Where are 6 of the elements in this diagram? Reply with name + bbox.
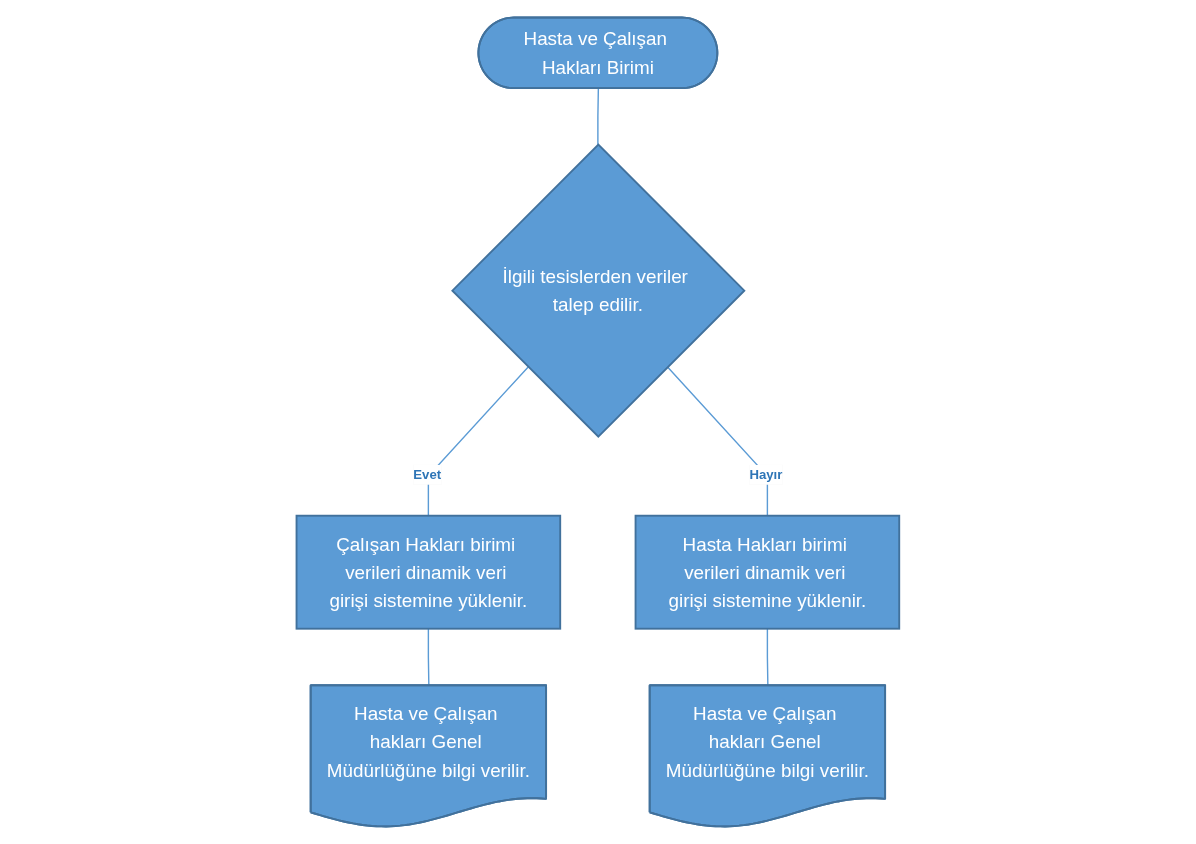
- connector: [597, 87, 600, 146]
- node-diamond: İlgili tesislerden veriler talep edilir.: [451, 143, 746, 438]
- edge-label: Evet: [413, 466, 442, 482]
- edge-label: Hayır: [749, 466, 783, 482]
- node-box: Çalışan Hakları birimi verileri dinamik veri girişi sistemine yüklenir.: [295, 514, 562, 630]
- node-box: Hasta Hakları birimi verileri dinamik veri girişi sistemine yüklenir.: [634, 514, 901, 630]
